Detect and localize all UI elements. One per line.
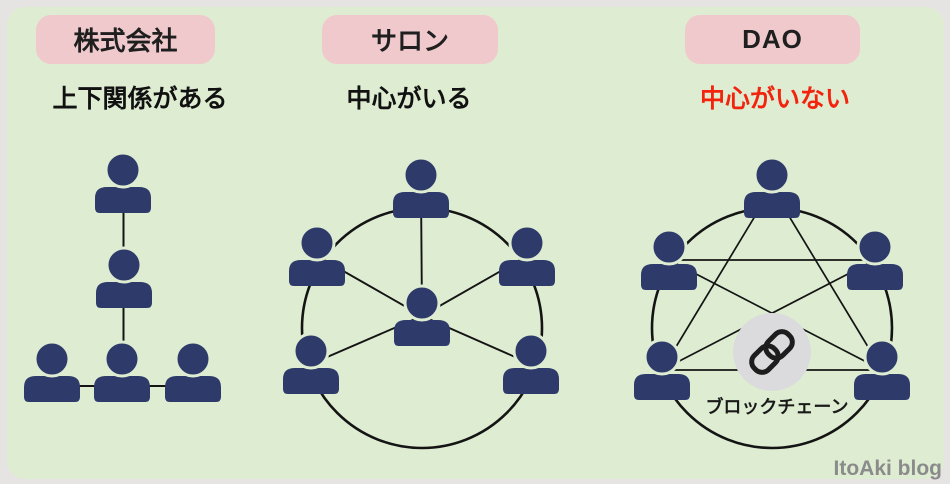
- blockchain-label: ブロックチェーン: [705, 396, 848, 417]
- person-icon: [93, 151, 153, 215]
- company-subtitle: 上下関係がある: [52, 85, 228, 113]
- person-icon-center: [392, 284, 452, 348]
- hierarchy-diagram: [22, 151, 223, 404]
- hub-diagram: [281, 156, 561, 450]
- person-icon: [497, 224, 557, 288]
- chain-link-icon: [749, 329, 795, 375]
- person-icon: [287, 224, 347, 288]
- dao-subtitle: 中心がいない: [699, 85, 850, 113]
- person-icon: [742, 156, 802, 220]
- person-icon: [501, 332, 561, 396]
- person-icon: [391, 156, 451, 220]
- salon-badge: サロン: [322, 15, 498, 64]
- company-badge: 株式会社: [36, 15, 215, 64]
- person-icon: [92, 340, 152, 404]
- green-panel: [7, 7, 944, 479]
- person-icon: [163, 340, 223, 404]
- person-icon: [281, 332, 341, 396]
- person-icon: [22, 340, 82, 404]
- person-icon: [94, 246, 154, 310]
- dao-badge: DAO: [685, 15, 860, 64]
- salon-subtitle: 中心がいる: [346, 85, 472, 113]
- blockchain-circle: [733, 313, 811, 391]
- blog-watermark: ItoAki blog: [833, 457, 943, 480]
- mesh-diagram: ブロックチェーン: [632, 156, 912, 450]
